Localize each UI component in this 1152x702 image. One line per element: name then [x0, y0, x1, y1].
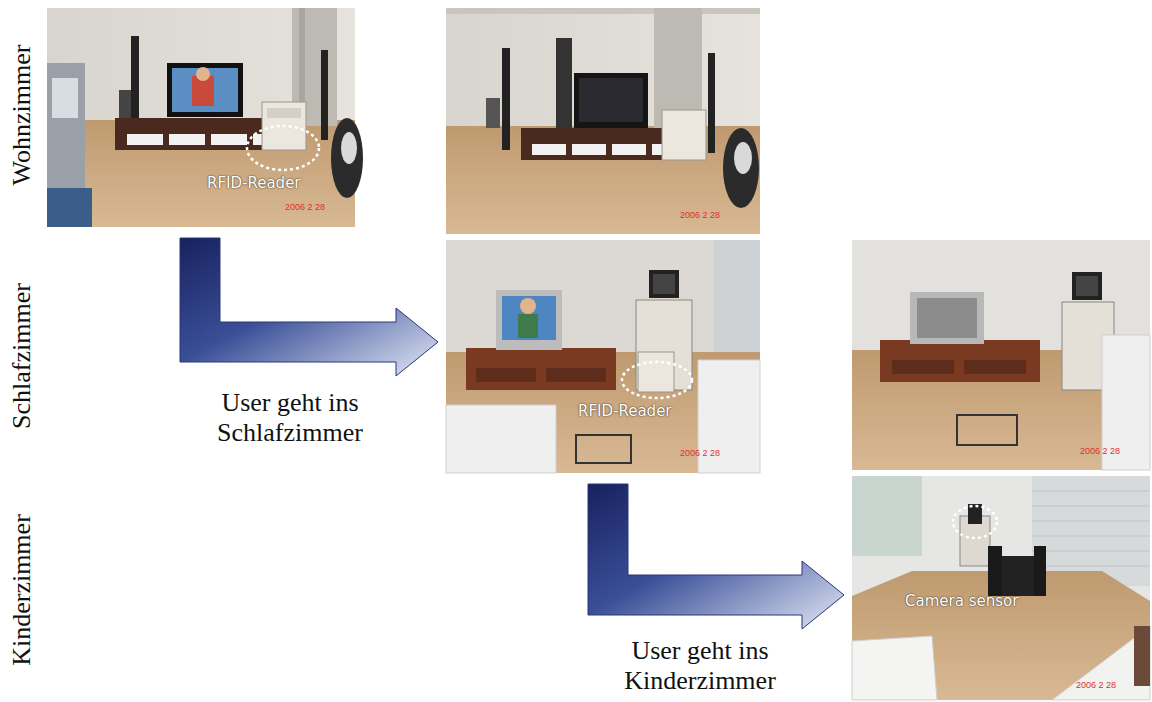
photo-panel: 2006 2 28 [852, 240, 1150, 470]
photo-panel: RFID-Reader 2006 2 28 [47, 8, 355, 227]
arrow-label: User geht ins Kinderzimmer [594, 636, 806, 696]
row-label: Kinderzimmer [7, 480, 37, 700]
living-room-photo-on [47, 8, 363, 227]
flow-arrow [588, 484, 844, 629]
arrow-label: User geht ins Schlafzimmer [184, 388, 396, 448]
photo-panel: RFID-Reader 2006 2 28 [446, 240, 760, 473]
sensor-label: RFID-Reader [207, 174, 301, 192]
row-label: Schlafzimmer [7, 246, 37, 466]
flow-arrow [180, 238, 438, 376]
date-stamp: 2006 2 28 [1076, 680, 1116, 690]
living-room-photo-off [446, 8, 760, 234]
row-label: Wohnzimmer [7, 5, 37, 225]
photo-panel: Camera sensor 2006 2 28 [852, 476, 1150, 700]
sensor-label: Camera sensor [905, 592, 1018, 610]
bedroom-photo-off [852, 240, 1150, 470]
date-stamp: 2006 2 28 [680, 448, 720, 458]
photo-panel: 2006 2 28 [446, 8, 760, 234]
kids-room-photo [852, 476, 1150, 700]
date-stamp: 2006 2 28 [285, 202, 325, 212]
bedroom-photo-on [446, 240, 760, 473]
date-stamp: 2006 2 28 [680, 210, 720, 220]
sensor-label: RFID-Reader [578, 402, 672, 420]
date-stamp: 2006 2 28 [1080, 446, 1120, 456]
